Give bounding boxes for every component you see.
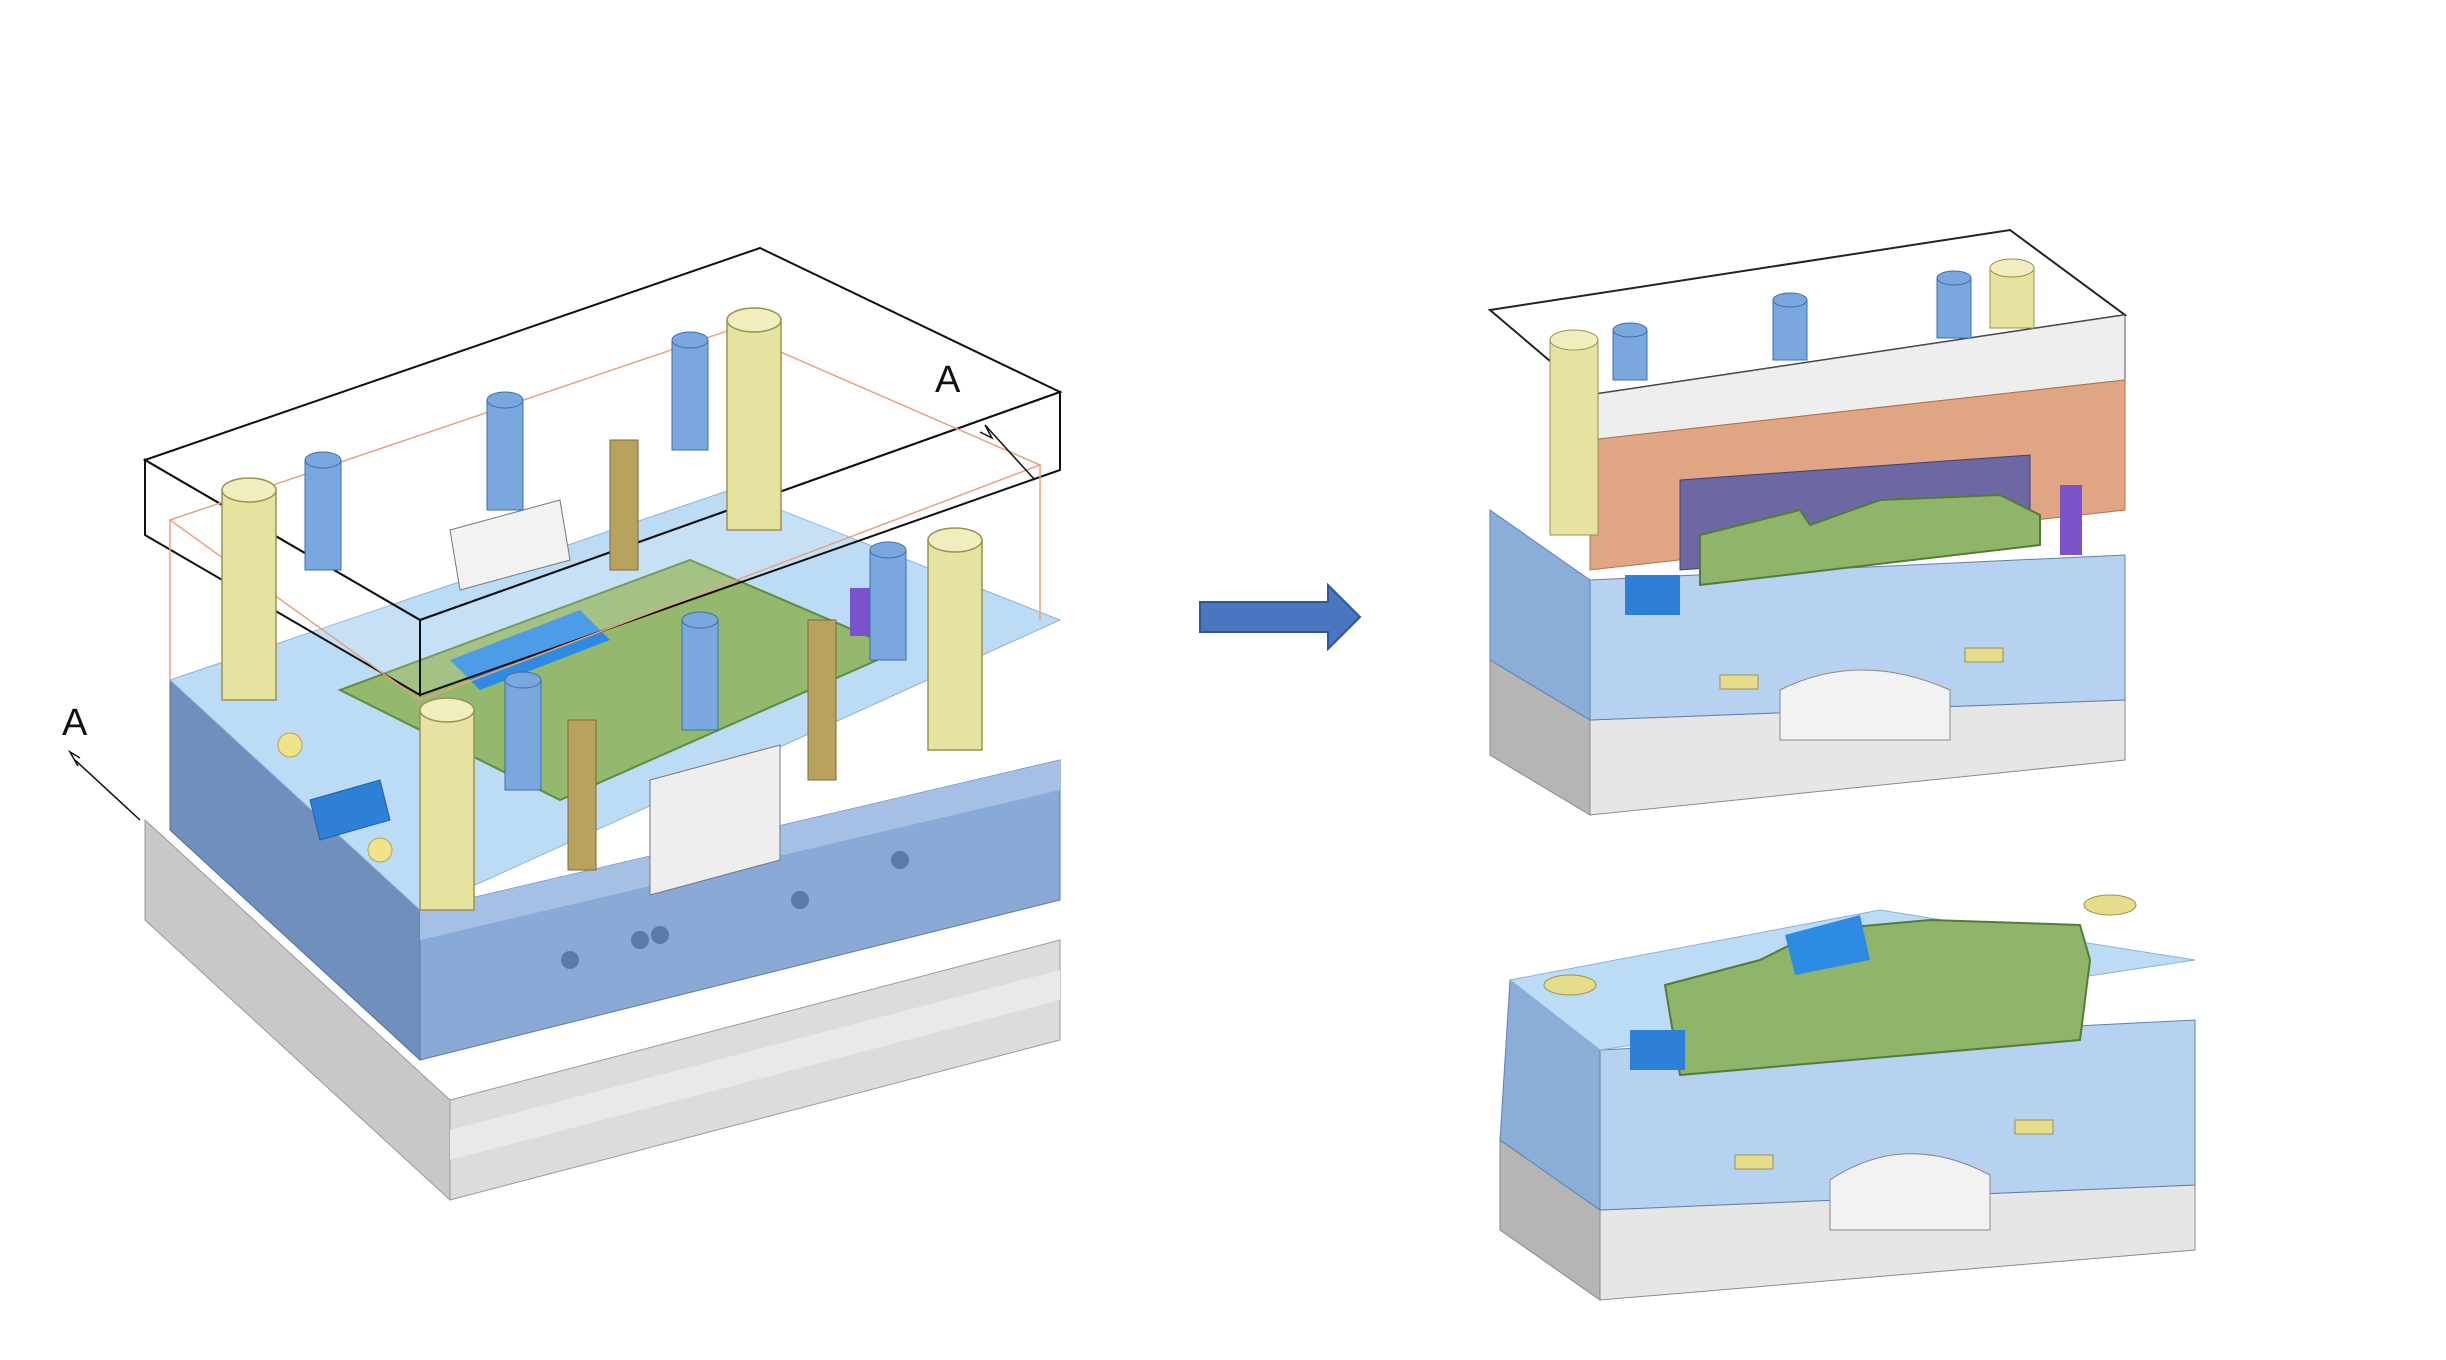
white-block [649,744,781,896]
lower-mold-section [1499,894,2196,1301]
lower-blue-slider [1785,915,1870,975]
full-mold-assembly: A A [62,246,1063,1202]
top-plate-wireframe [142,246,1063,697]
lower-green-insert [1663,918,2092,1077]
support-pillars [567,439,837,871]
section-line [67,424,1036,821]
bottom-plate-front-light [450,970,1060,1160]
lower-yellow-pads [1543,894,2137,1170]
yellow-dots [277,732,393,863]
lower-blue-block [1630,1030,1685,1070]
upper-green-insert [1699,493,2041,587]
upper-violet-part [2060,485,2082,555]
cavity-plate-outline [168,329,1042,701]
blue-block [309,779,391,841]
socket-bolts [304,331,907,791]
section-label-left: A [62,702,88,744]
section-label-top: A [935,359,961,401]
lower-arch [1829,1153,1991,1231]
upper-blue-block [1625,575,1680,615]
arrow-right-icon [1199,582,1362,652]
upper-yellow-pads [1719,647,2004,690]
guide-pillars [221,307,983,911]
upper-bolts [1612,270,1972,381]
upper-mold-section [1487,228,2128,816]
upper-guide-pillar [1549,339,1599,536]
upper-arch [1779,669,1951,741]
